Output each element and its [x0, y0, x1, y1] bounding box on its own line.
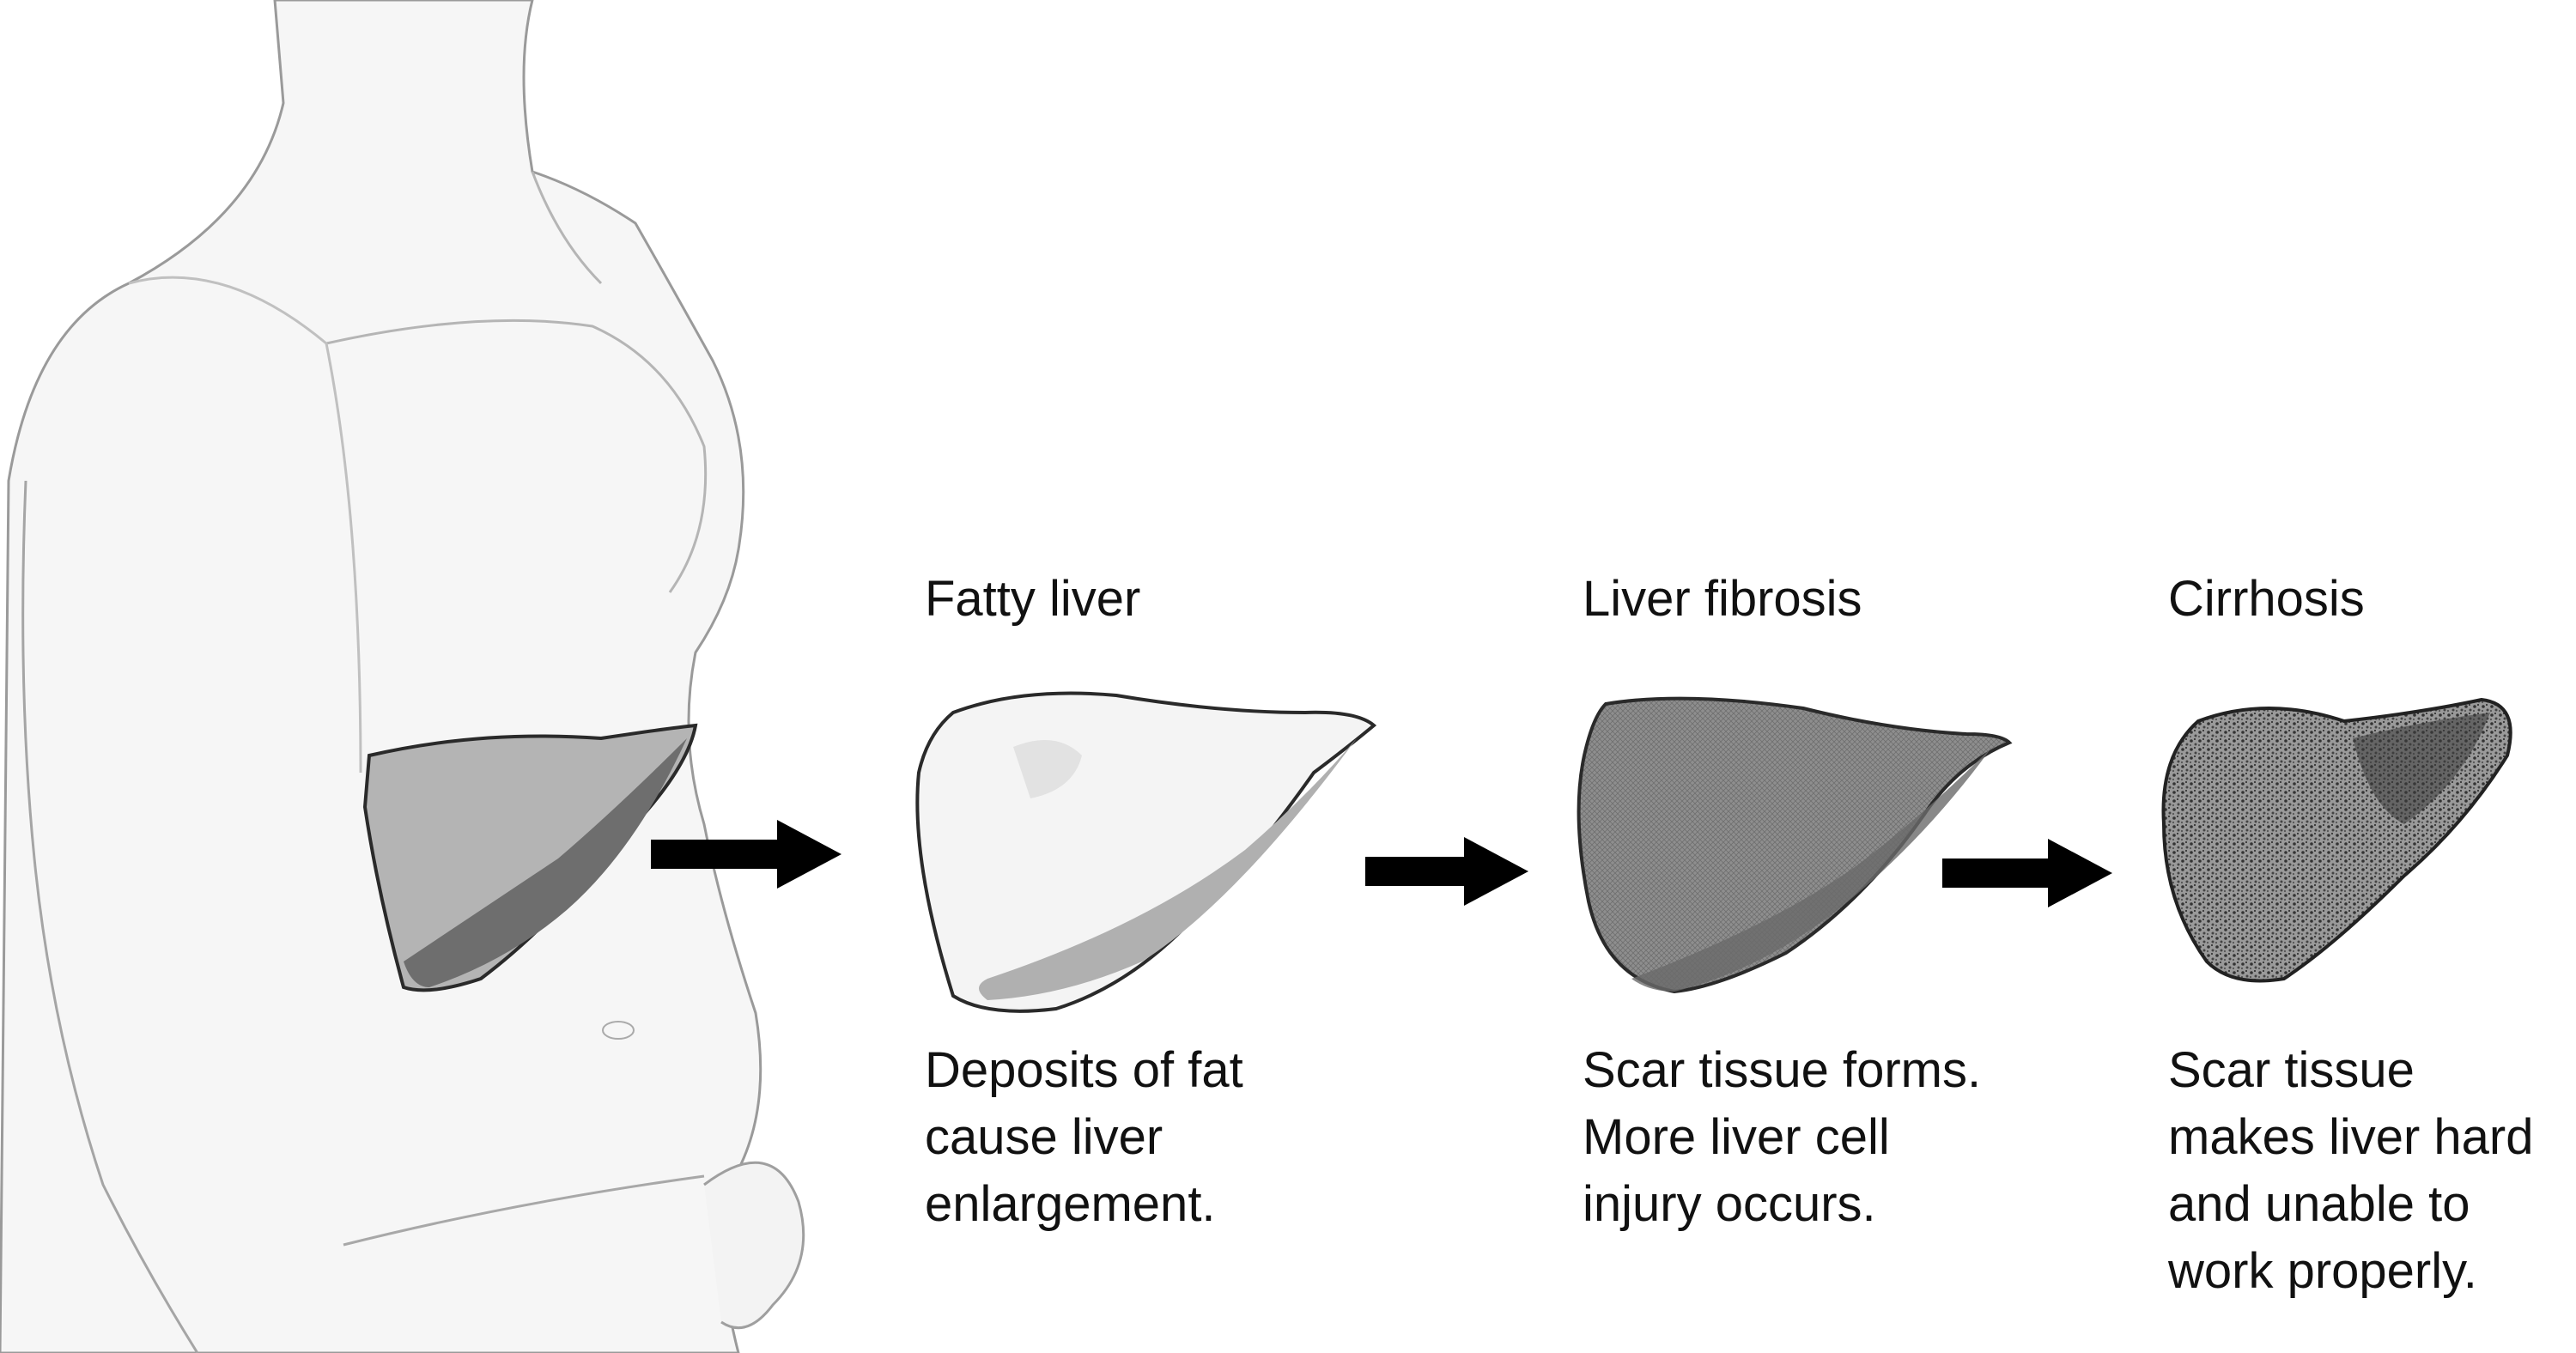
torso-body [0, 0, 762, 1353]
stage-title-cirrhosis: Cirrhosis [2168, 571, 2365, 627]
caption-line: injury occurs. [1583, 1176, 1876, 1232]
progression-arrow-1 [651, 820, 841, 889]
cirrhosis-liver-illustration [2161, 697, 2512, 983]
waist-line [343, 1174, 705, 1247]
caption-line: Scar tissue forms. [1583, 1042, 1982, 1098]
progression-arrow-2 [1365, 837, 1528, 906]
caption-fatty-liver: Deposits of fat cause liver enlargement. [925, 1037, 1243, 1238]
stage-title-liver-fibrosis: Liver fibrosis [1583, 571, 1862, 627]
caption-line: Scar tissue [2168, 1042, 2415, 1098]
shoulder-line [128, 276, 362, 774]
torso-illustration [0, 0, 805, 1353]
caption-line: Deposits of fat [925, 1042, 1243, 1098]
liver-in-body [362, 723, 698, 992]
caption-liver-fibrosis: Scar tissue forms. More liver cell injur… [1583, 1037, 1981, 1238]
fibrosis-liver-illustration [1577, 696, 2013, 994]
progression-arrow-3 [1942, 839, 2112, 907]
caption-line: and unable to [2168, 1176, 2470, 1232]
fatty-liver-illustration [915, 691, 1377, 1013]
caption-cirrhosis: Scar tissue makes liver hard and unable … [2168, 1037, 2533, 1305]
hand-outline [703, 1161, 805, 1330]
neck-line [531, 171, 603, 285]
stage-title-fatty-liver: Fatty liver [925, 571, 1141, 627]
arm-outline [21, 480, 199, 1353]
navel [602, 1021, 635, 1040]
caption-line: More liver cell [1583, 1109, 1890, 1165]
caption-line: work properly. [2168, 1243, 2477, 1299]
caption-line: enlargement. [925, 1176, 1216, 1232]
caption-line: makes liver hard [2168, 1109, 2534, 1165]
chest-line [325, 319, 708, 593]
caption-line: cause liver [925, 1109, 1163, 1165]
